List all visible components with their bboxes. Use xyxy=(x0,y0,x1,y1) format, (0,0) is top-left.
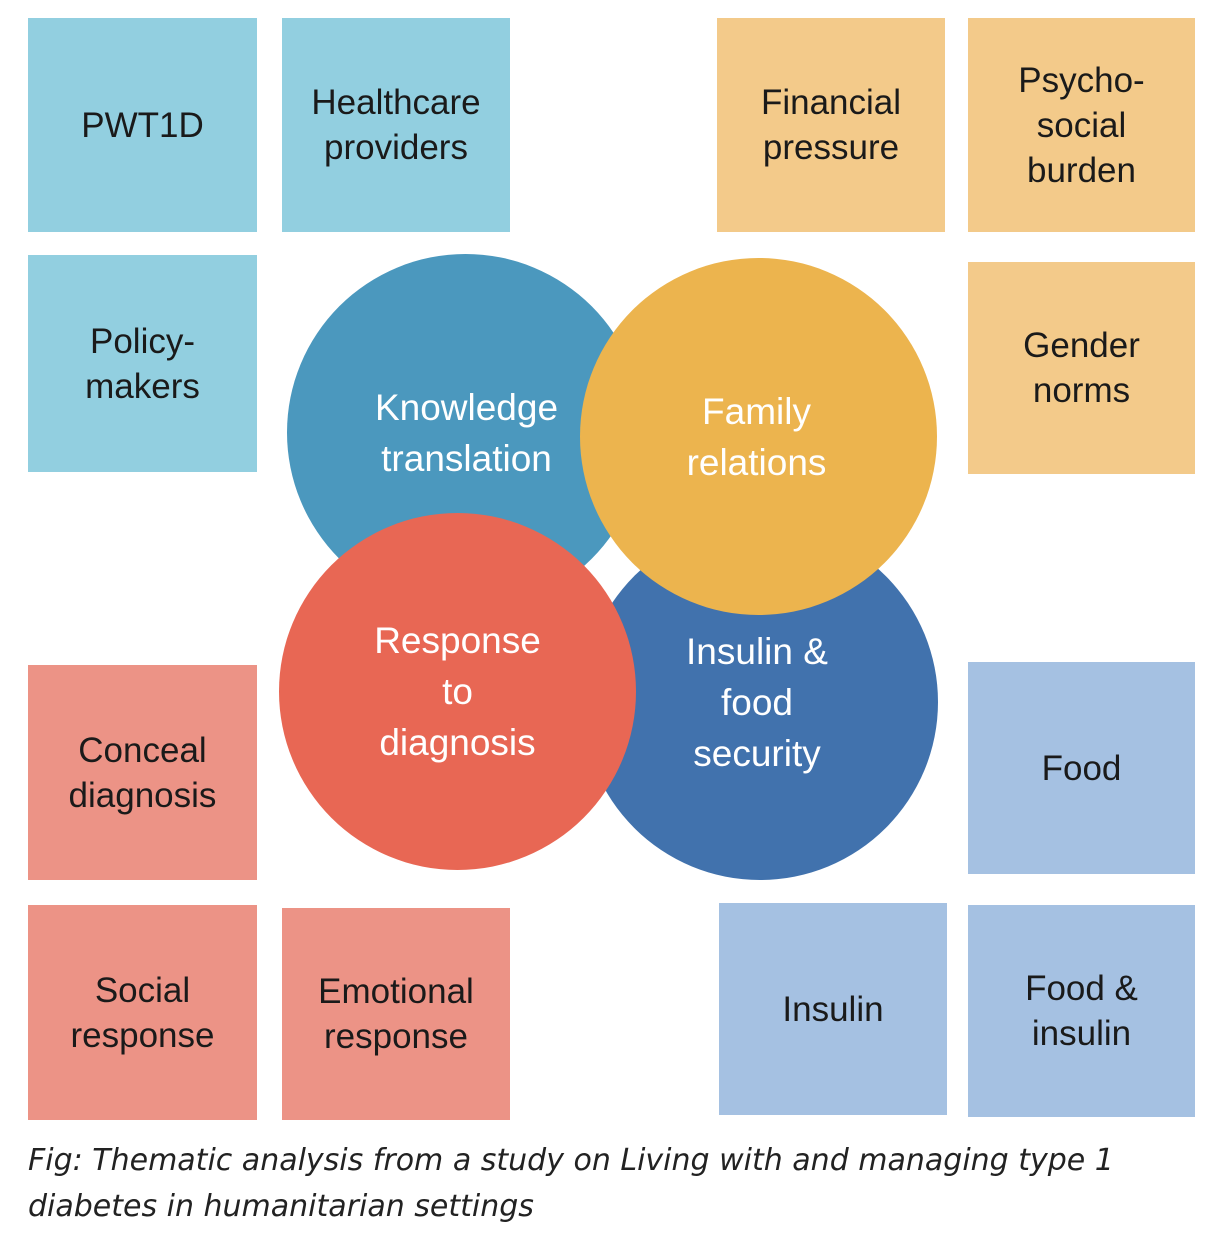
subtheme-emotional-response: Emotional response xyxy=(282,908,510,1120)
subtheme-healthcare-providers: Healthcare providers xyxy=(282,18,510,232)
subtheme-label: Policy- makers xyxy=(85,321,200,406)
subtheme-label: Food xyxy=(1041,748,1122,788)
theme-response-to-diagnosis: Response to diagnosis xyxy=(279,513,636,870)
subtheme-policy-makers: Policy- makers xyxy=(28,255,257,472)
theme-family-relations: Family relations xyxy=(580,258,937,615)
subtheme-label: Social response xyxy=(70,970,215,1055)
subtheme-label: Healthcare providers xyxy=(311,83,481,167)
subtheme-label: Financial pressure xyxy=(760,83,902,167)
subtheme-label: PWT1D xyxy=(81,105,204,145)
subtheme-label: Psycho- social burden xyxy=(1018,60,1145,190)
subtheme-label: Food & insulin xyxy=(1025,969,1138,1053)
subtheme-gender-norms: Gender norms xyxy=(968,262,1195,474)
theme-label: Knowledge translation xyxy=(374,386,559,479)
subtheme-label: Emotional response xyxy=(318,972,474,1056)
subtheme-insulin: Insulin xyxy=(719,903,947,1115)
theme-label: Family relations xyxy=(686,390,827,483)
subtheme-psychosocial-burden: Psycho- social burden xyxy=(968,18,1195,232)
subtheme-financial-pressure: Financial pressure xyxy=(717,18,945,232)
theme-label: Response to diagnosis xyxy=(374,620,541,763)
subtheme-label: Insulin xyxy=(782,989,884,1029)
subtheme-food-and-insulin: Food & insulin xyxy=(968,905,1195,1117)
subtheme-label: Gender norms xyxy=(1023,326,1140,410)
subtheme-food: Food xyxy=(968,662,1195,874)
theme-label: Insulin & food security xyxy=(686,630,828,774)
subtheme-pwt1d: PWT1D xyxy=(28,18,257,232)
subtheme-label: Conceal diagnosis xyxy=(68,730,217,815)
subtheme-social-response: Social response xyxy=(28,905,257,1120)
subtheme-conceal-diagnosis: Conceal diagnosis xyxy=(28,665,257,880)
figure-caption: Fig: Thematic analysis from a study on L… xyxy=(28,1143,1114,1224)
